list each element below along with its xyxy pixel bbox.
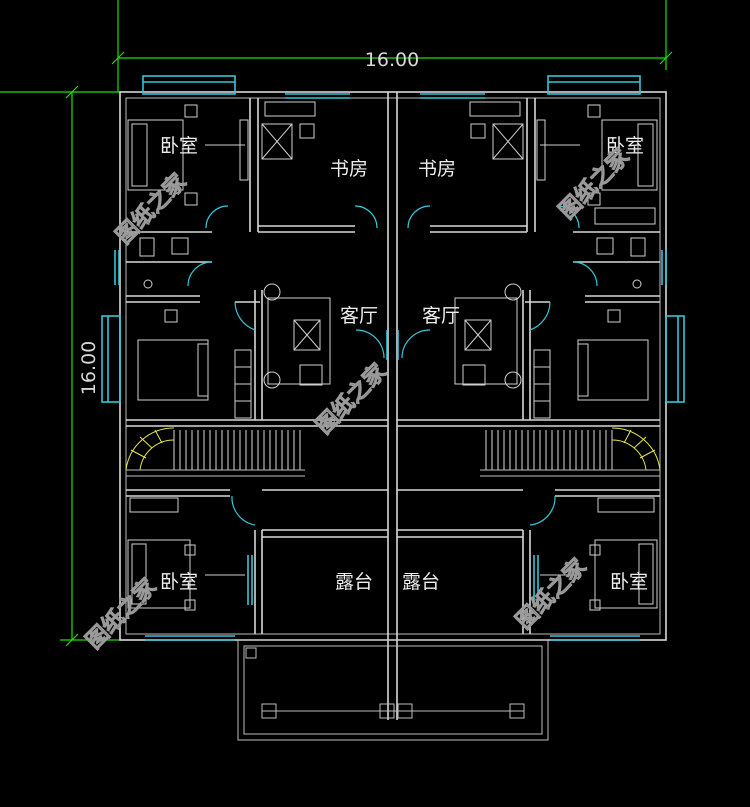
party-wall bbox=[387, 92, 398, 720]
stair-east bbox=[480, 427, 661, 477]
furniture-bath-e bbox=[596, 237, 646, 289]
room-label-living-e: 客厅 bbox=[422, 305, 460, 327]
furniture-living-e bbox=[454, 283, 522, 389]
furniture-bedroom-ne bbox=[536, 104, 658, 225]
furniture-bedroom-w bbox=[137, 309, 252, 419]
watermark-4: 图纸之家 bbox=[81, 573, 162, 654]
outer-walls bbox=[119, 91, 667, 641]
watermark-1: 图纸之家 bbox=[111, 168, 192, 249]
room-label-living-w: 客厅 bbox=[340, 305, 378, 327]
interior-walls-west bbox=[126, 98, 388, 634]
room-label-study-e: 书房 bbox=[418, 158, 456, 180]
furniture-living-w bbox=[263, 283, 331, 389]
room-label-bedroom-nw: 卧室 bbox=[160, 135, 198, 157]
door-swings bbox=[187, 205, 598, 526]
room-label-study-w: 书房 bbox=[330, 158, 368, 180]
room-label-bedroom-ne: 卧室 bbox=[606, 135, 644, 157]
windows bbox=[101, 75, 685, 641]
watermark-3: 图纸之家 bbox=[311, 358, 392, 439]
room-label-terrace-e: 露台 bbox=[402, 571, 440, 593]
furniture-bath-w bbox=[139, 237, 189, 289]
interior-walls-east bbox=[397, 98, 660, 634]
terrace-balustrade bbox=[237, 639, 549, 741]
room-label-bedroom-se: 卧室 bbox=[610, 571, 648, 593]
room-labels: 卧室 书房 书房 卧室 客厅 客厅 卧室 露台 露台 卧室 bbox=[160, 135, 648, 593]
dimension-top-label: 16.00 bbox=[365, 49, 419, 71]
stair-west bbox=[125, 427, 305, 477]
furniture-study-w bbox=[261, 101, 316, 160]
dimension-left-label: 16.00 bbox=[78, 341, 100, 395]
furniture-bedroom-sw bbox=[127, 497, 245, 611]
furniture-study-e bbox=[469, 101, 524, 160]
dimension-top: 16.00 bbox=[111, 0, 673, 92]
furniture-bedroom-nw bbox=[127, 104, 249, 206]
room-label-terrace-w: 露台 bbox=[335, 571, 373, 593]
furniture-bedroom-se bbox=[540, 497, 658, 611]
furniture-bedroom-e bbox=[533, 309, 649, 419]
room-label-bedroom-sw: 卧室 bbox=[160, 571, 198, 593]
dimension-left: 16.00 bbox=[0, 85, 120, 647]
